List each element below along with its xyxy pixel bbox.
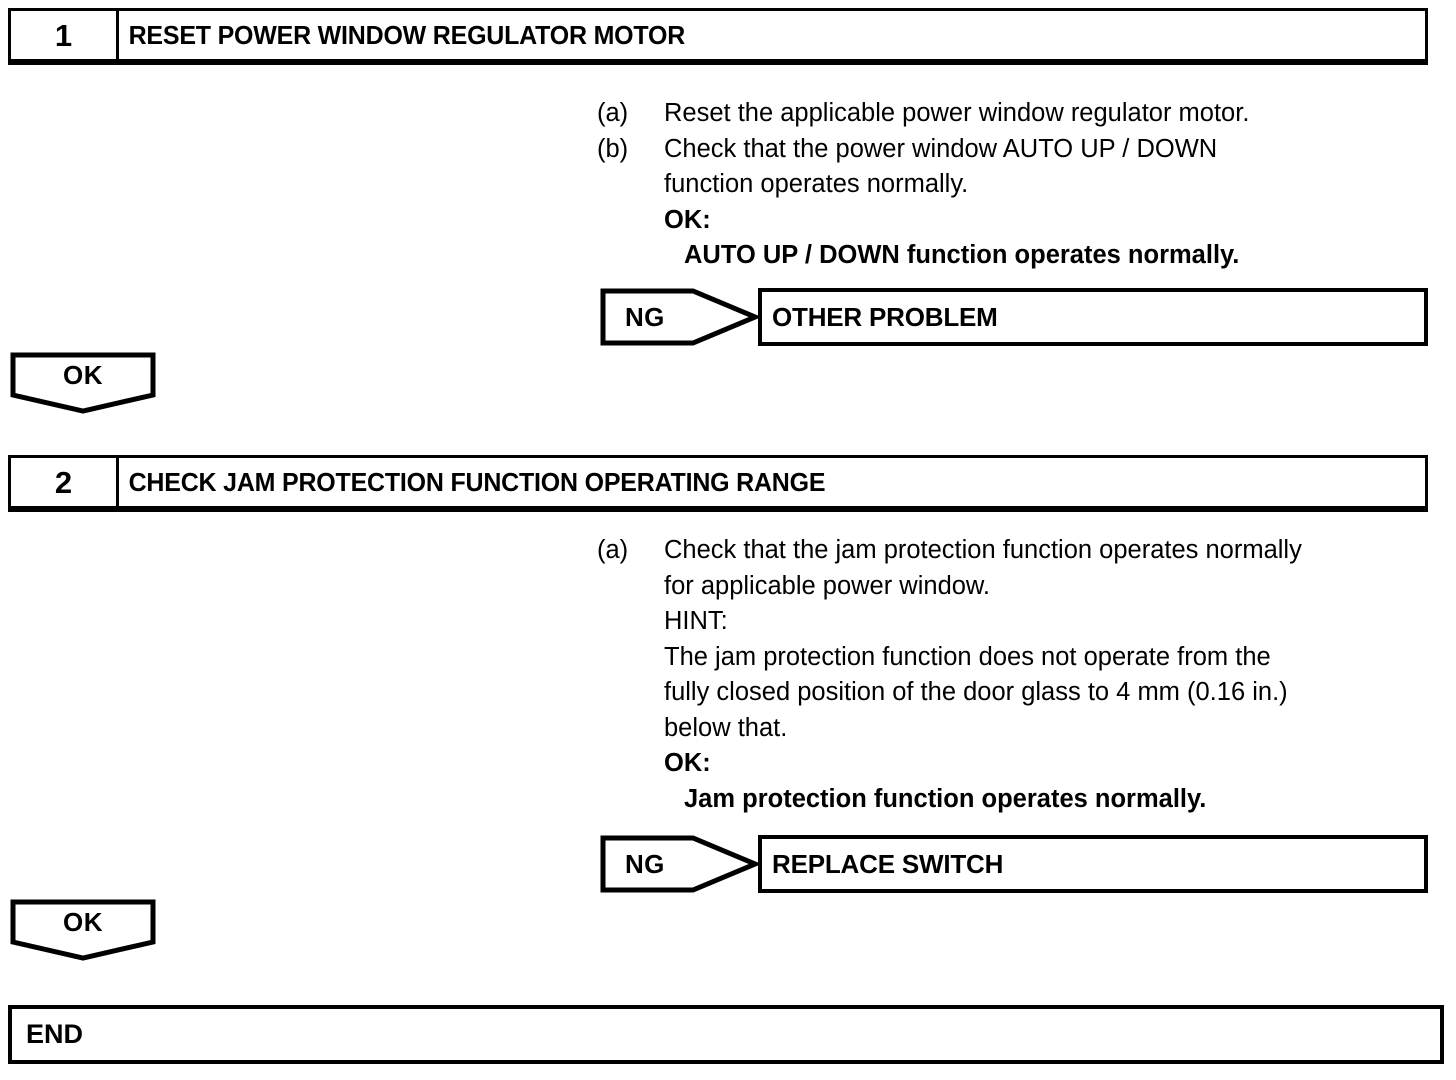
step-2-ok-heading: OK: — [664, 749, 711, 777]
step-2-hint-line-2: fully closed position of the door glass … — [664, 678, 1288, 706]
instruction-label: (a) — [597, 536, 629, 564]
instruction-text: Check that the jam protection function o… — [664, 536, 1302, 564]
step-2-ng-branch: NG REPLACE SWITCH — [600, 835, 1428, 893]
step-2-ng-label: NG — [625, 848, 665, 879]
ng-arrow-icon — [600, 288, 758, 346]
step-1-body: (a) Reset the applicable power window re… — [597, 96, 1437, 274]
step-2-body: (a) Check that the jam protection functi… — [597, 533, 1437, 817]
instruction-text: Check that the power window AUTO UP / DO… — [664, 134, 1218, 163]
step-1-instruction-continuation: function operates normally. — [664, 170, 969, 198]
end-box: END — [8, 1005, 1444, 1064]
step-2-instruction-continuation: for applicable power window. — [664, 571, 991, 600]
step-1-instruction-a: (a) Reset the applicable power window re… — [597, 96, 1437, 132]
step-1-instruction-b: (b) Check that the power window AUTO UP … — [597, 132, 1437, 168]
step-2-ng-result-box: REPLACE SWITCH — [758, 835, 1428, 893]
step-1-ng-branch: NG OTHER PROBLEM — [600, 288, 1428, 346]
instruction-label: (b) — [597, 134, 629, 163]
step-2-number: 2 — [11, 458, 119, 506]
step-1-ng-label: NG — [625, 301, 665, 332]
step-1-number: 1 — [11, 11, 119, 59]
step-1-ok-heading: OK: — [664, 205, 711, 234]
step-2-hint-line-1: The jam protection function does not ope… — [664, 642, 1271, 671]
step-1-header: 1 RESET POWER WINDOW REGULATOR MOTOR — [8, 8, 1428, 65]
step-1-ok-connector: OK — [10, 352, 156, 414]
step-1-ng-result-box: OTHER PROBLEM — [758, 288, 1428, 346]
step-2-hint-line-3: below that. — [664, 713, 788, 742]
ng-arrow-icon — [600, 835, 758, 893]
step-2-header: 2 CHECK JAM PROTECTION FUNCTION OPERATIN… — [8, 455, 1428, 512]
instruction-text: Reset the applicable power window regula… — [664, 99, 1250, 127]
step-1-ok-result: AUTO UP / DOWN function operates normall… — [684, 241, 1240, 269]
step-2-instruction-a: (a) Check that the jam protection functi… — [597, 533, 1437, 569]
step-1-title: RESET POWER WINDOW REGULATOR MOTOR — [128, 19, 686, 50]
step-2-ok-connector-label: OK — [63, 907, 103, 937]
step-2-ok-connector: OK — [10, 899, 156, 961]
step-2-hint-heading: HINT: — [664, 607, 728, 635]
step-1-ok-connector-label: OK — [63, 360, 103, 390]
step-2-title: CHECK JAM PROTECTION FUNCTION OPERATING … — [128, 466, 826, 497]
step-2-ok-result: Jam protection function operates normall… — [684, 784, 1207, 813]
instruction-label: (a) — [597, 99, 629, 127]
